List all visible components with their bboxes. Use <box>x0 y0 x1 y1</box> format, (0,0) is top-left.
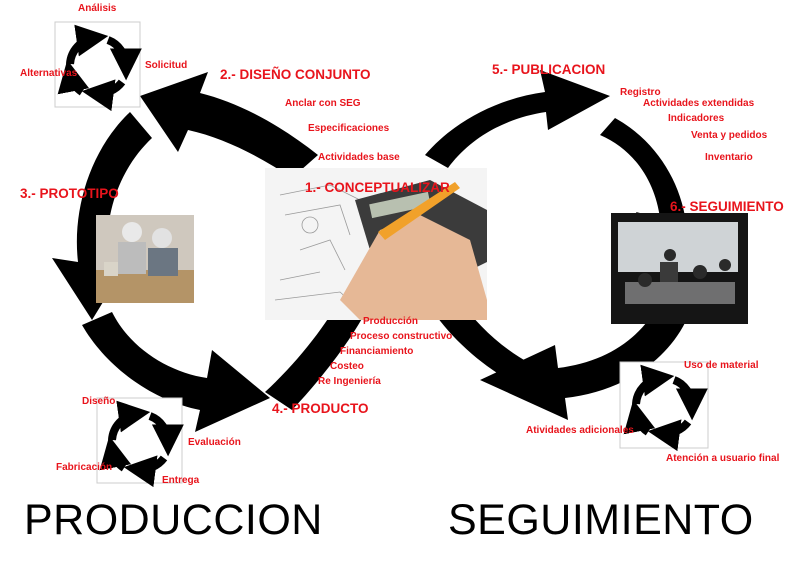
publication-item: Registro <box>620 87 661 98</box>
arrow-center-to-publicacion <box>425 70 610 168</box>
product-item: Financiamiento <box>340 346 414 357</box>
recycle-arrows-icon <box>619 361 709 452</box>
step-conceptualizar: 1.- CONCEPTUALIZAR <box>305 180 450 195</box>
design-cycle-label: Alternativas <box>20 68 78 79</box>
publication-item: Inventario <box>705 152 753 163</box>
followup-cycle-label: Uso de material <box>684 360 759 371</box>
design-cycle-label: Solicitud <box>145 60 188 71</box>
section-title-produccion: PRODUCCION <box>24 496 323 544</box>
step-diseno: 2.- DISEÑO CONJUNTO <box>220 67 371 82</box>
production-cycle-label: Diseño <box>82 396 116 407</box>
design-cycle-label: Análisis <box>78 3 117 14</box>
center-photo-sketching <box>265 168 487 320</box>
arrow-to-diseno <box>140 72 318 178</box>
arrow-to-producto <box>82 312 270 432</box>
followup-photo <box>611 213 748 324</box>
production-cycle-label: Evaluación <box>188 437 241 448</box>
publication-item: Actividades extendidas <box>643 98 755 109</box>
step-prototipo: 3.- PROTOTIPO <box>20 186 119 201</box>
production-cycle-label: Fabricación <box>56 462 113 473</box>
recycle-arrows-icon <box>96 397 184 488</box>
step-producto: 4.- PRODUCTO <box>272 401 369 416</box>
arrow-return-center <box>432 298 555 398</box>
design-item: Especificaciones <box>308 123 390 134</box>
section-title-seguimiento: SEGUIMIENTO <box>448 496 754 544</box>
production-cycle-label: Entrega <box>162 475 200 486</box>
product-item: Proceso constructivo <box>350 331 453 342</box>
product-item: Costeo <box>330 361 364 372</box>
design-item: Anclar con SEG <box>285 98 361 109</box>
followup-cycle-label: Atividades adicionales <box>526 425 634 436</box>
product-item: Producción <box>363 316 419 327</box>
step-seguimiento: 6.- SEGUIMIENTO <box>670 199 784 214</box>
design-item: Actividades base <box>318 152 400 163</box>
recycle-arrows-icon <box>54 21 142 112</box>
publication-item: Venta y pedidos <box>691 130 768 141</box>
followup-cycle-label: Atención a usuario final <box>666 453 780 464</box>
product-item: Re Ingeniería <box>318 376 381 387</box>
publication-item: Indicadores <box>668 113 725 124</box>
prototype-photo <box>96 215 194 303</box>
step-publicacion: 5.- PUBLICACION <box>492 62 606 77</box>
